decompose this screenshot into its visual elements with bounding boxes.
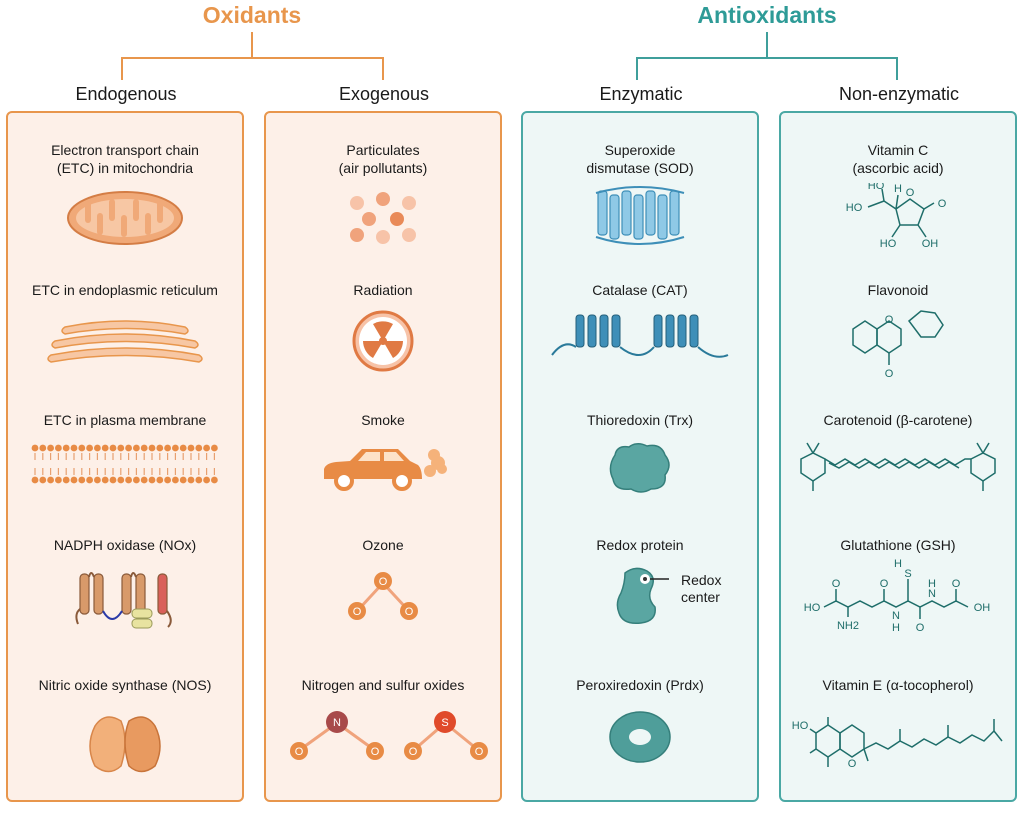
protein-structure-icon (523, 185, 757, 247)
atom-label: O (916, 622, 925, 634)
endoplasmic-reticulum-icon (8, 317, 242, 367)
atom-label: HO (804, 602, 821, 614)
atom-label: HO (792, 720, 809, 732)
oxygen-atom-label: O (295, 746, 304, 758)
item-label: Peroxiredoxin (Prdx) (576, 677, 704, 693)
atom-label: O (885, 368, 894, 380)
item-label: Superoxide dismutase (SOD) (586, 142, 694, 176)
nitrogen-atom-label: N (333, 717, 341, 729)
atom-label: HO (868, 183, 885, 192)
item-label: Thioredoxin (Trx) (586, 412, 694, 428)
ascorbic-acid-structure-icon: HO HO H O O HO OH (781, 183, 1015, 253)
endogenous-title: Endogenous (75, 84, 177, 104)
svg-text:O: O (379, 576, 388, 588)
oxygen-atom-label: O (475, 746, 484, 758)
item-label: Nitric oxide synthase (NOS) (38, 677, 212, 693)
atom-label: O (952, 578, 961, 590)
globular-protein-icon (523, 441, 757, 495)
oxygen-atom-label: O (409, 746, 418, 758)
glutathione-structure-icon: HO O NH2 O H S N H O N H O OH (781, 559, 1015, 637)
item-label: Electron transport chain (ETC) in mitoch… (51, 142, 199, 176)
ring-protein-icon (523, 709, 757, 765)
no2-so2-molecules-icon: N O O S O O (266, 709, 500, 763)
atom-label: O (906, 187, 915, 199)
item-label: Glutathione (GSH) (840, 537, 956, 553)
item-label: Vitamin E (α-tocopherol) (822, 677, 974, 693)
particles-icon (266, 191, 500, 247)
beta-carotene-structure-icon (781, 439, 1015, 495)
ozone-molecule-icon: O O O (266, 569, 500, 623)
transmembrane-protein-icon (8, 569, 242, 631)
item-label: Flavonoid (867, 282, 929, 298)
item-label: Redox protein (596, 537, 684, 553)
atom-label: H (894, 559, 902, 570)
oxygen-atom-label: O (371, 746, 380, 758)
item-label: Radiation (353, 282, 413, 298)
atom-label: N (892, 610, 900, 622)
item-label: Vitamin C (ascorbic acid) (852, 142, 944, 176)
sulfur-atom-label: S (441, 717, 448, 729)
item-label: ETC in plasma membrane (43, 412, 207, 428)
endogenous-panel: Electron transport chain (ETC) in mitoch… (6, 111, 244, 802)
radiation-icon (266, 309, 500, 373)
atom-label: H (892, 622, 900, 634)
atom-label: HO (846, 202, 863, 214)
item-label: ETC in endoplasmic reticulum (32, 282, 218, 298)
atom-label: HO (880, 238, 897, 250)
atom-label: H (894, 183, 902, 195)
item-label: Carotenoid (β-carotene) (823, 412, 973, 428)
atom-label: O (832, 578, 841, 590)
exogenous-panel: Particulates (air pollutants) Radiation … (264, 111, 502, 802)
item-label: Ozone (362, 537, 404, 553)
lipid-bilayer-icon (8, 443, 242, 485)
enzymatic-title: Enzymatic (599, 84, 683, 104)
atom-label: OH (922, 238, 939, 250)
item-label: Smoke (361, 412, 405, 428)
item-label: Nitrogen and sulfur oxides (301, 677, 465, 693)
item-label: NADPH oxidase (NOx) (53, 537, 197, 553)
hierarchy-brackets (121, 32, 898, 80)
non-enzymatic-title: Non-enzymatic (838, 84, 960, 104)
atom-label: N (928, 588, 936, 600)
atom-label: H (928, 578, 936, 590)
atom-label: NH2 (837, 620, 859, 632)
item-label: Particulates (air pollutants) (338, 142, 428, 176)
redox-center-callout: Redox center (681, 572, 722, 605)
atom-label: OH (974, 602, 991, 614)
antioxidants-title: Antioxidants (697, 2, 837, 28)
flavone-structure-icon: O O (781, 303, 1015, 383)
svg-text:O: O (405, 606, 414, 618)
atom-label: O (885, 314, 894, 326)
redox-protein-icon (523, 563, 757, 627)
car-exhaust-icon (266, 443, 500, 493)
exogenous-title: Exogenous (338, 84, 430, 104)
atom-label: O (880, 578, 889, 590)
item-label: Catalase (CAT) (592, 282, 688, 298)
enzyme-dimer-icon (8, 711, 242, 777)
non-enzymatic-panel: Vitamin C (ascorbic acid) HO HO H O O HO… (779, 111, 1017, 802)
tocopherol-structure-icon: HO O (781, 701, 1015, 777)
transmembrane-helices-icon (523, 309, 757, 363)
mitochondrion-icon (8, 189, 242, 247)
atom-label: O (938, 198, 947, 210)
enzymatic-panel: Superoxide dismutase (SOD) Catalase (CAT… (521, 111, 759, 802)
svg-text:O: O (353, 606, 362, 618)
atom-label: O (848, 758, 857, 770)
atom-label: S (904, 568, 911, 580)
oxidants-title: Oxidants (202, 2, 302, 28)
